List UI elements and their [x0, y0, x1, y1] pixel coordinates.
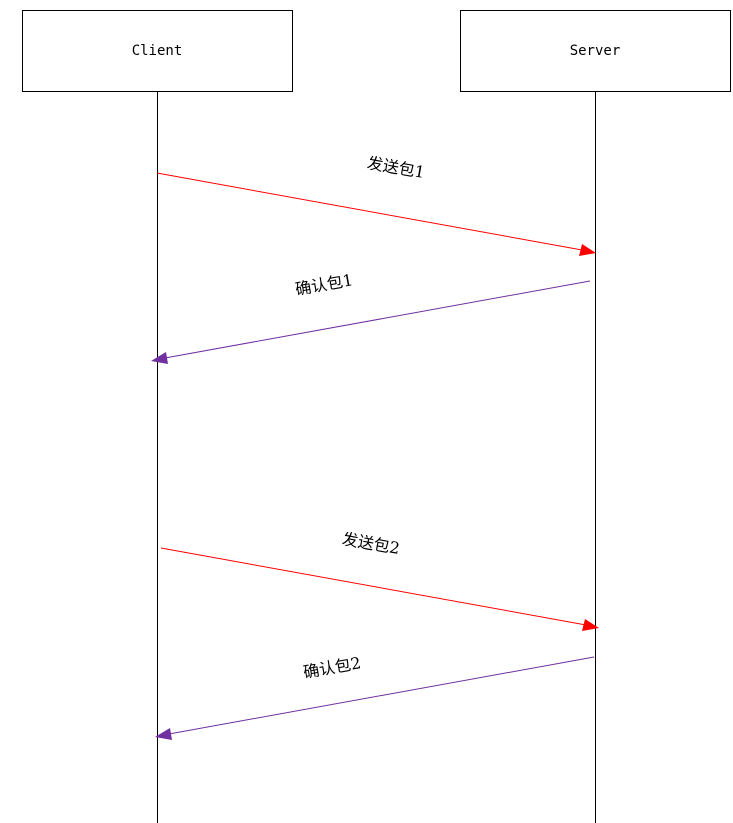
message-ack-1-label: 确认包1: [294, 270, 355, 299]
server-actor-box: [460, 10, 731, 92]
message-ack-1-arrowhead: [151, 352, 168, 364]
client-actor-label: Client: [132, 43, 183, 59]
message-ack-2-arrowhead: [155, 728, 172, 740]
client-actor: Client: [22, 10, 293, 92]
message-ack-1: 确认包1: [151, 270, 591, 364]
message-send-2-arrow-line: [160, 547, 587, 626]
client-actor-box: [22, 10, 293, 92]
message-ack-1-arrow-line: [164, 280, 591, 359]
message-send-2-arrowhead: [582, 619, 599, 631]
message-send-2: 发送包2: [160, 529, 599, 631]
server-actor: Server: [460, 10, 731, 92]
message-ack-2-label: 确认包2: [302, 653, 363, 682]
message-ack-2: 确认包2: [155, 653, 595, 740]
message-send-1-label: 发送包1: [366, 153, 427, 182]
message-send-1-arrowhead: [579, 244, 596, 256]
server-actor-label: Server: [570, 43, 621, 59]
message-ack-2-arrow-line: [168, 656, 595, 735]
message-send-2-label: 发送包2: [341, 529, 402, 558]
message-send-1: 发送包1: [156, 153, 596, 256]
message-send-1-arrow-line: [156, 172, 583, 251]
